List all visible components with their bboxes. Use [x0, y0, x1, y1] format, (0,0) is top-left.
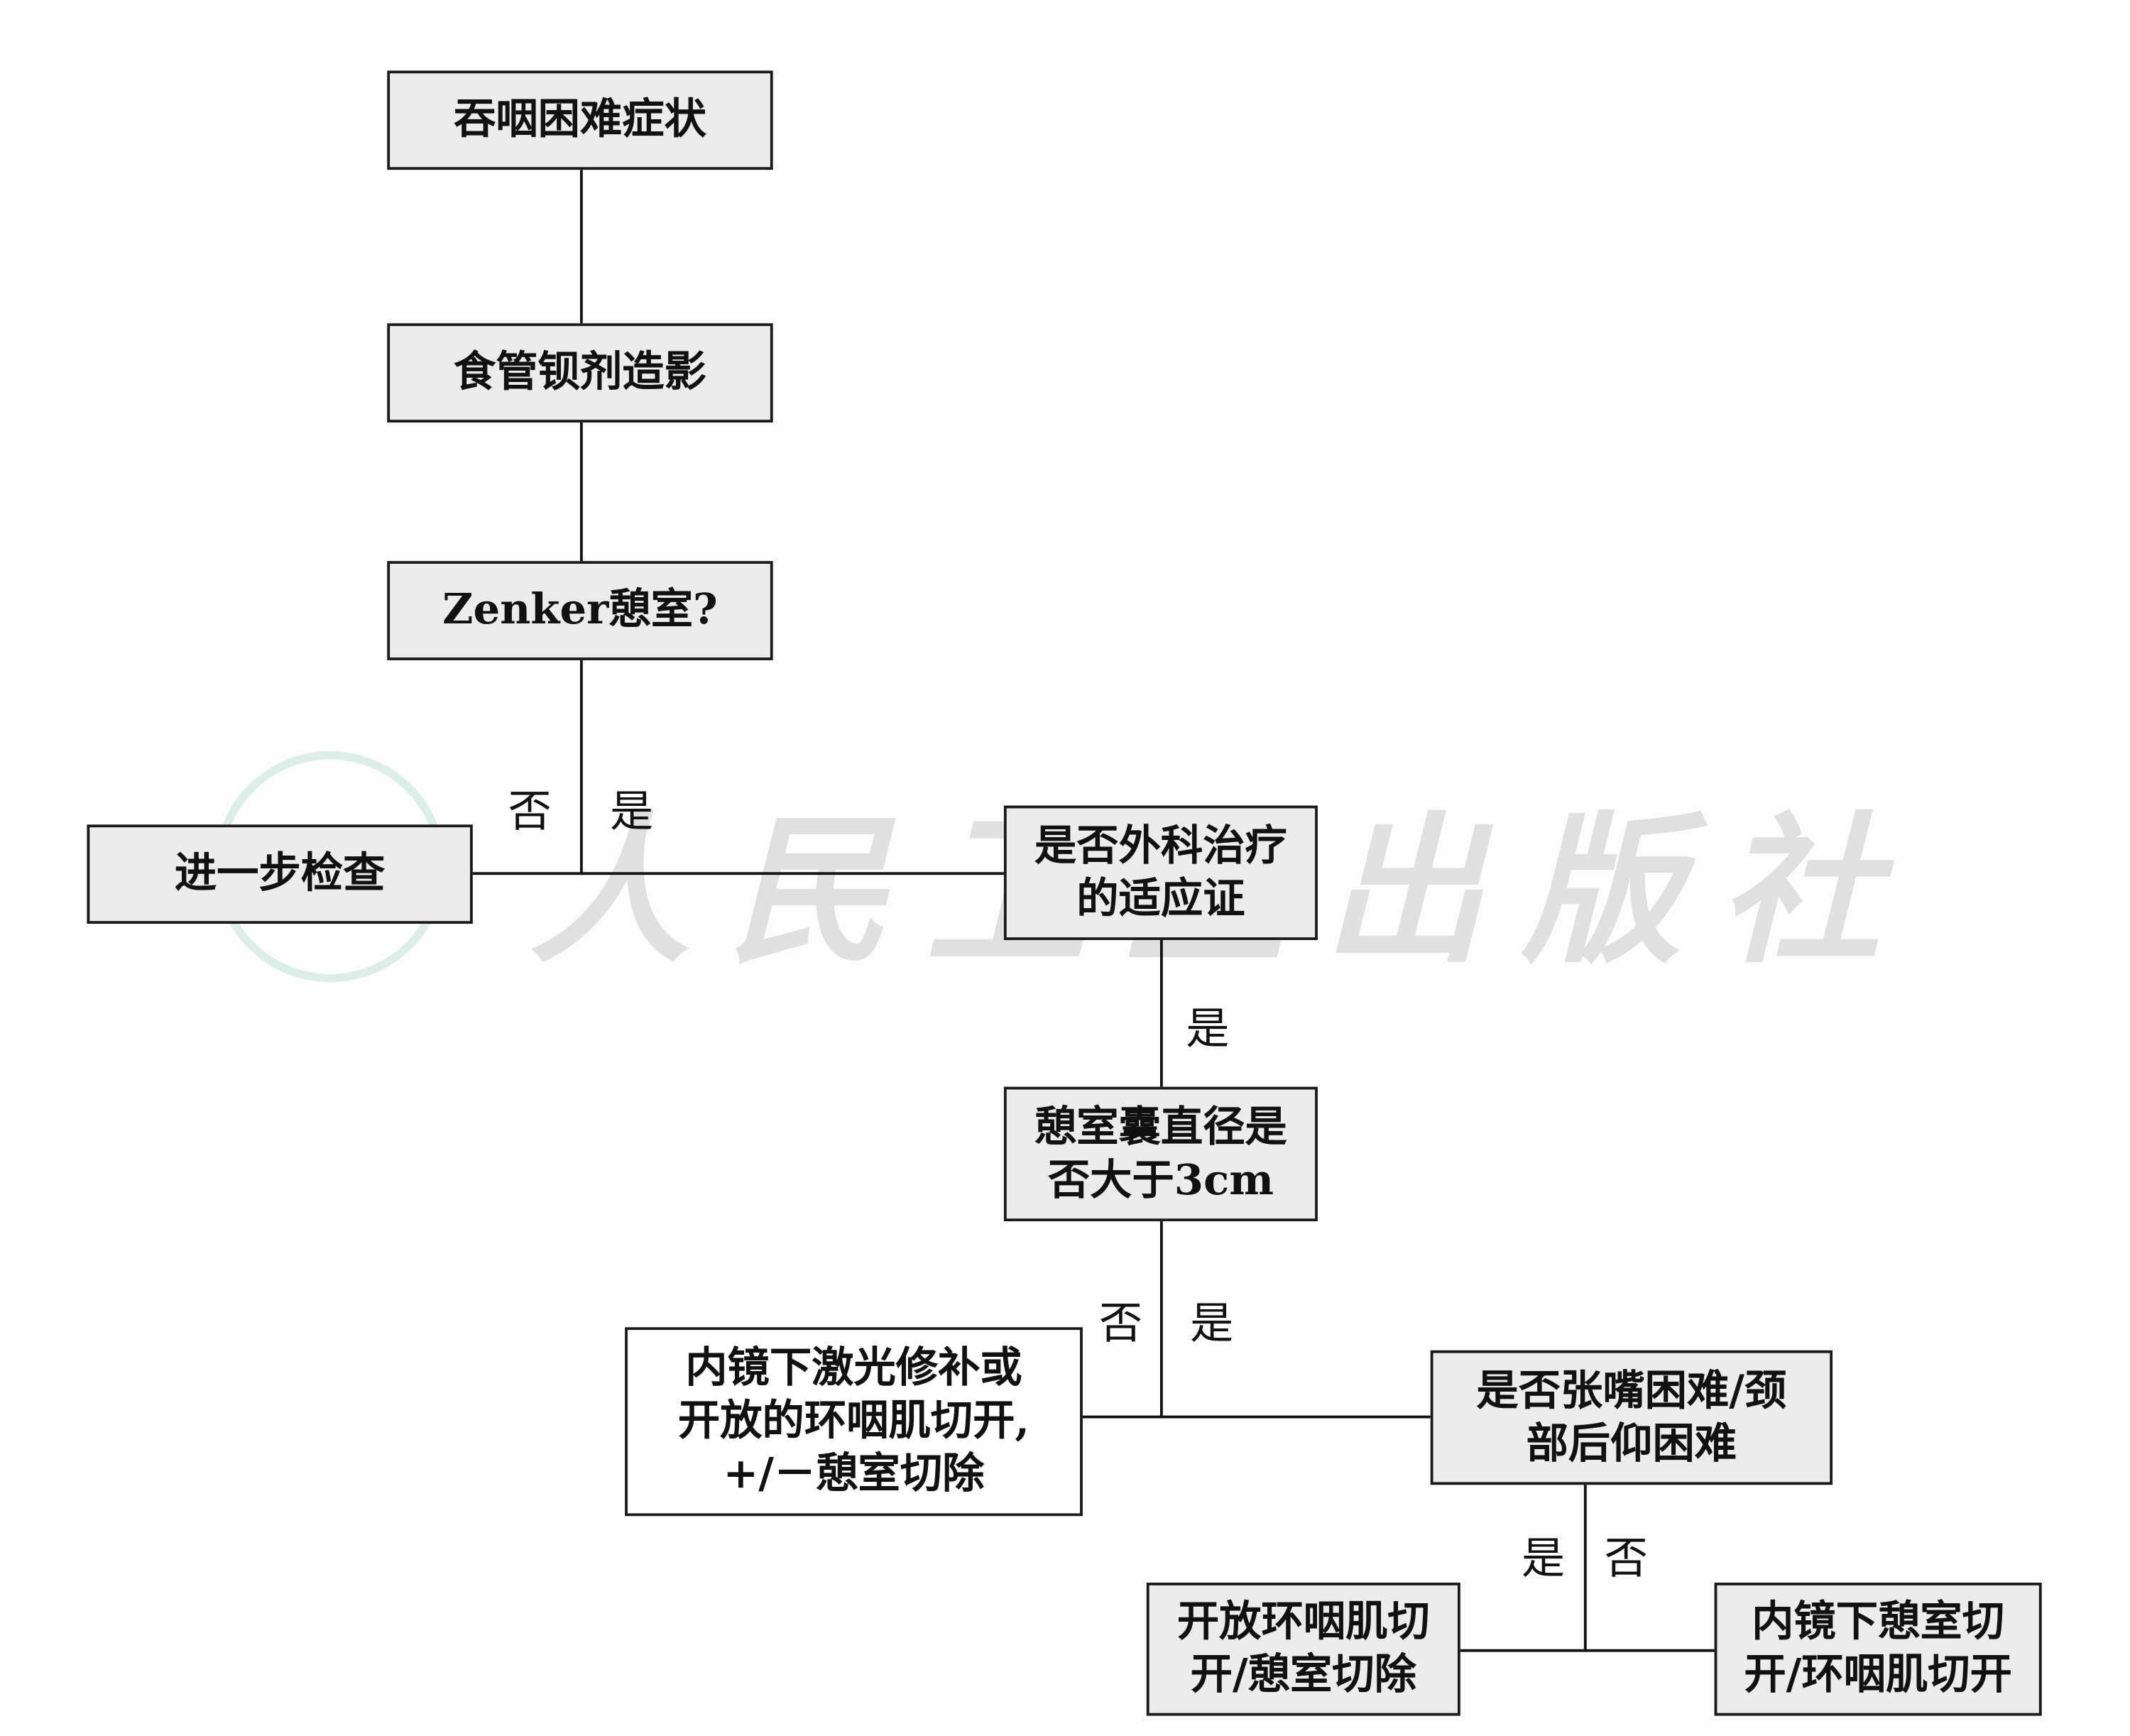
node-barium: 食管钡剂造影	[387, 323, 773, 423]
branch-label-yes: 是	[1190, 1297, 1234, 1349]
node-open: 开放环咽肌切 开/憩室切除	[1146, 1582, 1460, 1716]
node-label: 是否外科治疗 的适应证	[1034, 821, 1287, 924]
node-further: 进一步检查	[87, 824, 473, 924]
node-label: 憩室囊直径是 否大于3cm	[1034, 1102, 1287, 1205]
branch-label-yes: 是	[1186, 1003, 1230, 1054]
node-label: 吞咽困难症状	[454, 94, 706, 144]
node-symptom: 吞咽困难症状	[387, 70, 773, 170]
connector	[1159, 1221, 1163, 1419]
node-label: 内镜下激光修补或 开放的环咽肌切开, +/－憩室切除	[677, 1343, 1030, 1499]
connector	[579, 660, 583, 875]
node-neck: 是否张嘴困难/颈 部后仰困难	[1430, 1350, 1833, 1485]
node-label: 是否张嘴困难/颈 部后仰困难	[1476, 1365, 1787, 1468]
branch-label-no: 否	[508, 785, 552, 837]
node-label: 内镜下憩室切 开/环咽肌切开	[1744, 1598, 2012, 1700]
node-endo: 内镜下憩室切 开/环咽肌切开	[1714, 1582, 2042, 1716]
connector	[1082, 1415, 1431, 1419]
node-label: Zenker憩室?	[442, 585, 718, 635]
node-label: 进一步检查	[174, 848, 386, 898]
connector	[1460, 1649, 1715, 1652]
connector	[579, 422, 583, 562]
connector	[579, 170, 583, 324]
node-surgery-indication: 是否外科治疗 的适应证	[1003, 805, 1318, 941]
connector	[1159, 940, 1163, 1087]
branch-label-yes: 是	[1521, 1532, 1566, 1584]
node-label: 食管钡剂造影	[454, 347, 706, 397]
connector	[1583, 1485, 1587, 1652]
branch-label-no: 否	[1098, 1297, 1143, 1349]
node-size: 憩室囊直径是 否大于3cm	[1003, 1086, 1318, 1222]
connector	[472, 872, 1004, 875]
branch-label-yes: 是	[610, 785, 654, 837]
branch-label-no: 否	[1604, 1532, 1648, 1584]
node-label: 开放环咽肌切 开/憩室切除	[1176, 1598, 1430, 1700]
node-zenker: Zenker憩室?	[387, 561, 773, 660]
node-laser: 内镜下激光修补或 开放的环咽肌切开, +/－憩室切除	[625, 1327, 1083, 1517]
